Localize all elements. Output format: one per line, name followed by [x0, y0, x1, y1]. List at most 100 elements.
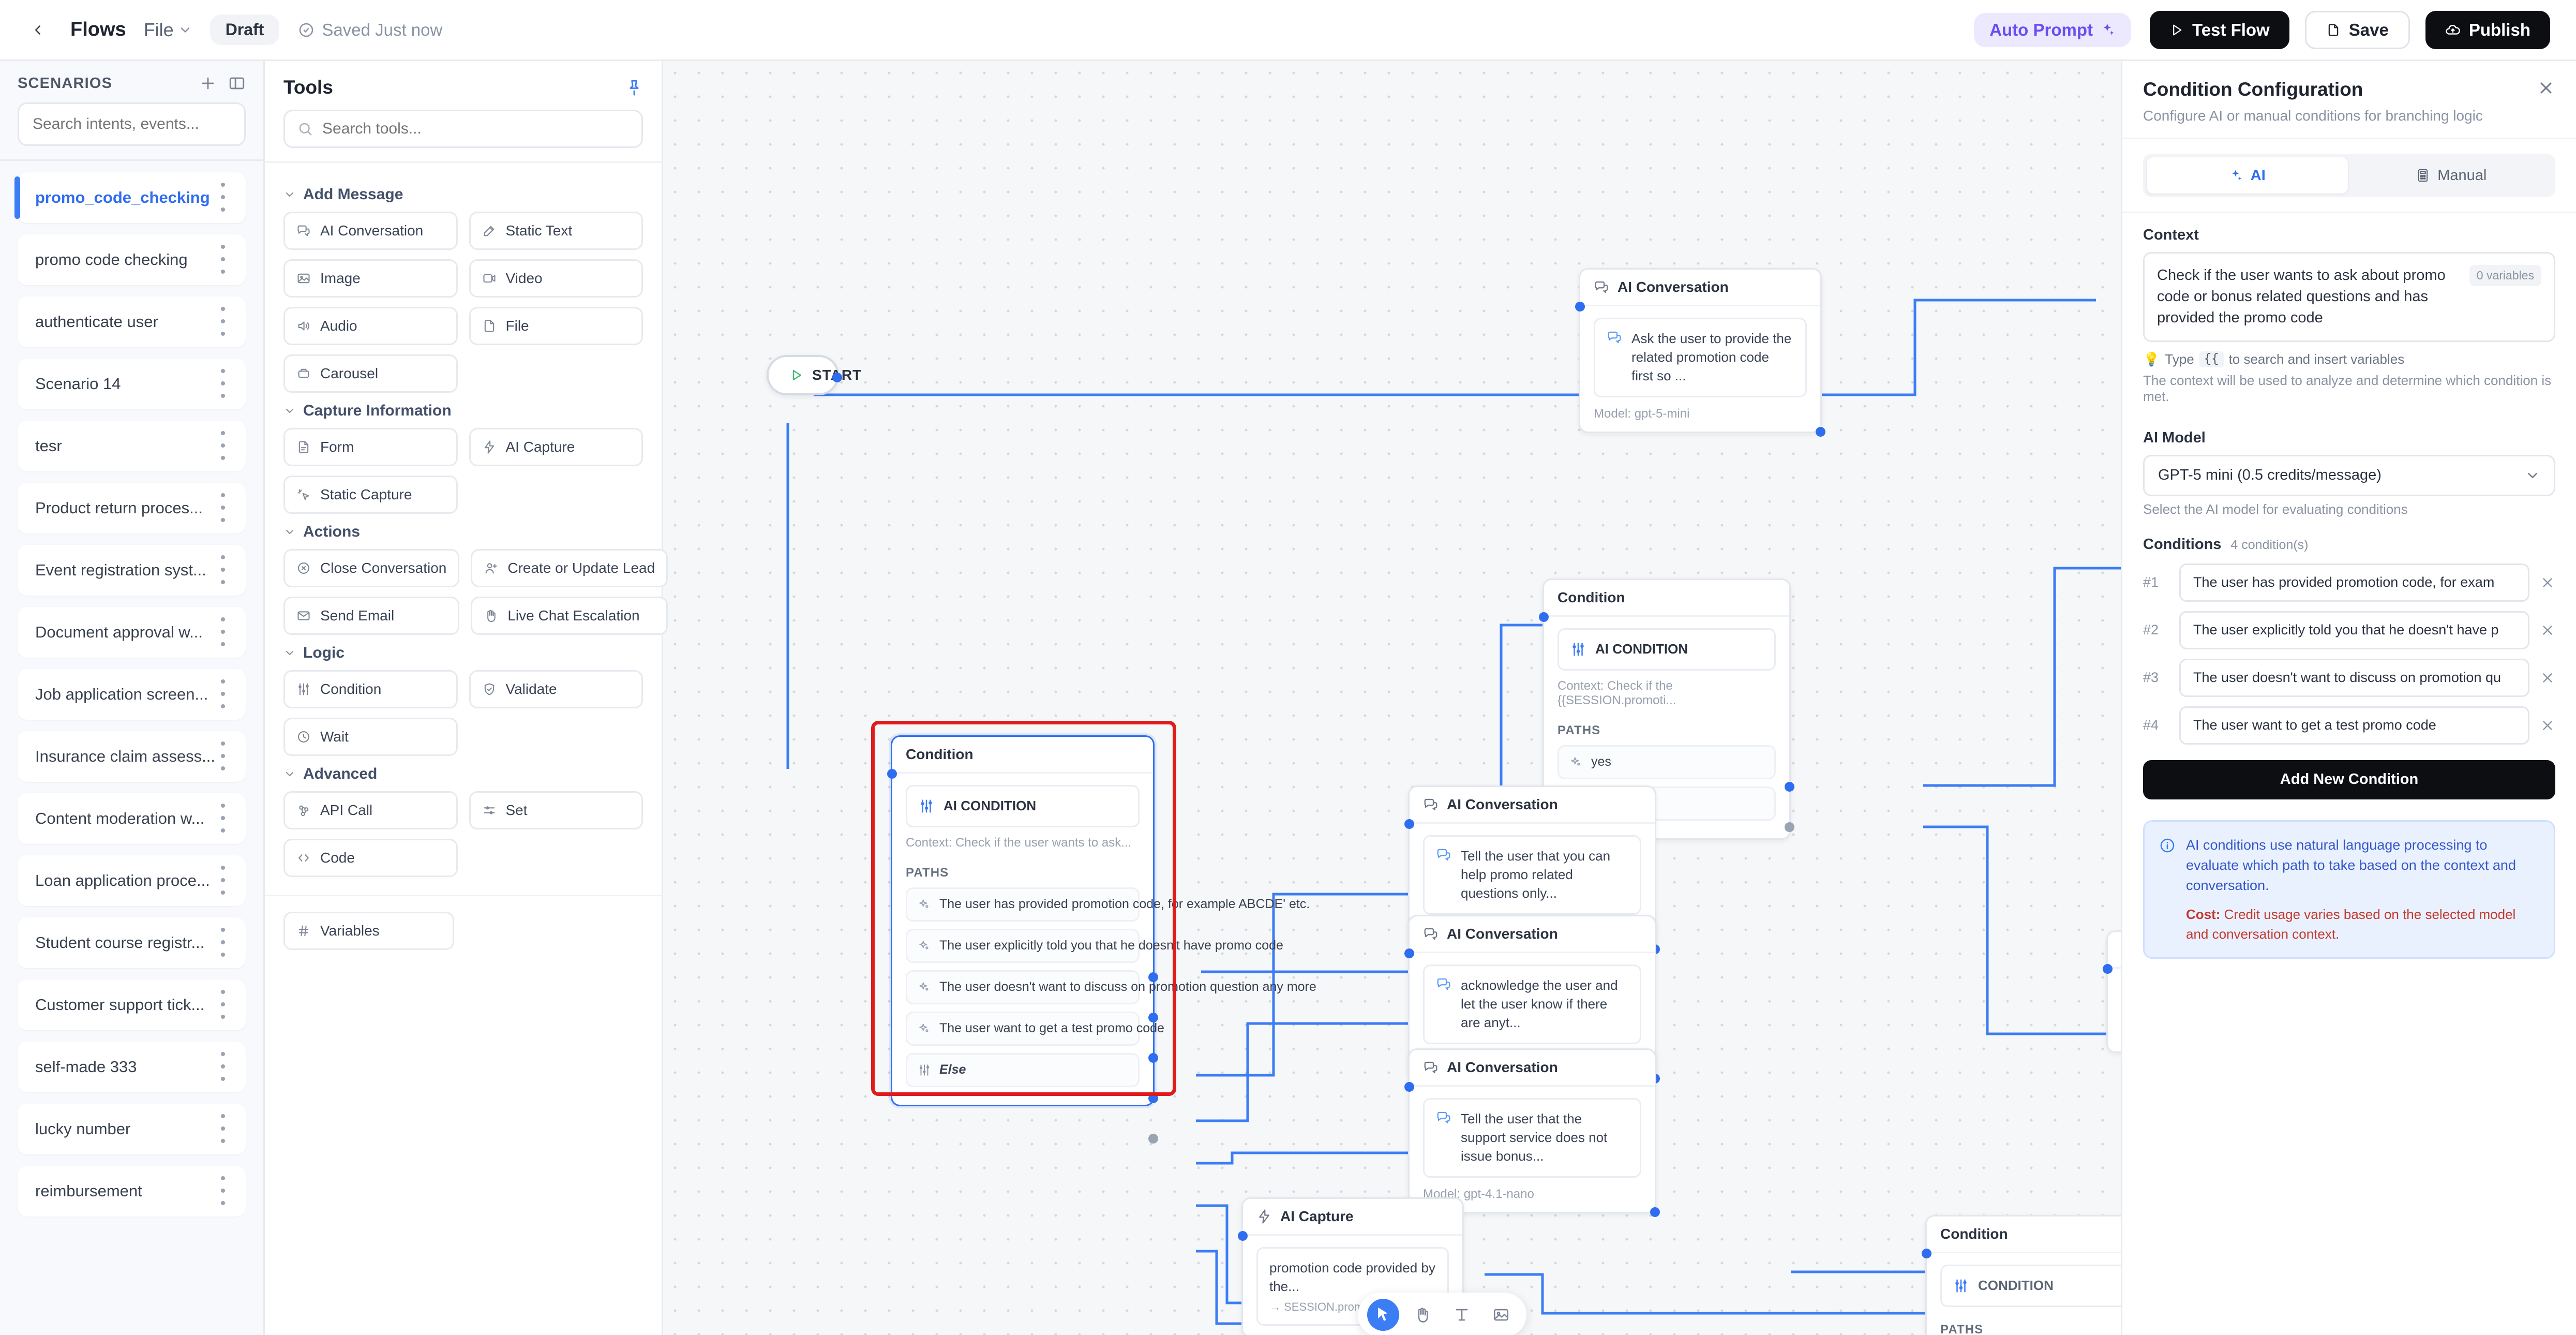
tool-create-or-update-lead[interactable]: Create or Update Lead	[471, 549, 668, 587]
port-out[interactable]	[1816, 426, 1825, 437]
more-options-icon[interactable]: •••	[220, 859, 226, 901]
node-ai-conversation-top[interactable]: AI Conversation Ask the user to provide …	[1575, 268, 1825, 437]
tool-api-call[interactable]: API Call	[283, 791, 458, 829]
tools-search-box[interactable]	[283, 110, 643, 148]
tools-group-capture-information[interactable]: Capture Information	[283, 402, 643, 420]
tool-set[interactable]: Set	[469, 791, 643, 829]
more-options-icon[interactable]: •••	[220, 1170, 226, 1212]
port-in[interactable]	[1404, 819, 1414, 829]
remove-condition-icon[interactable]	[2540, 718, 2555, 733]
menu-file[interactable]: File	[143, 19, 174, 40]
path-row[interactable]: The user doesn't want to discuss on prom…	[906, 970, 1316, 1004]
tool-variables[interactable]: Variables	[283, 912, 454, 950]
auto-prompt-button[interactable]: Auto Prompt	[1974, 12, 2131, 47]
tool-static-text[interactable]: Static Text	[469, 212, 643, 250]
sidebar-item-promo-code-checking[interactable]: promo_code_checking•••	[14, 172, 246, 223]
publish-button[interactable]: Publish	[2425, 10, 2550, 49]
start-node[interactable]: START	[767, 355, 861, 395]
sidebar-item-self-made-333[interactable]: self-made 333•••	[18, 1042, 246, 1092]
tool-audio[interactable]: Audio	[283, 307, 458, 345]
search-tools-input[interactable]	[322, 120, 629, 138]
sidebar-item-tesr[interactable]: tesr•••	[18, 421, 246, 471]
more-options-icon[interactable]: •••	[220, 301, 226, 343]
tab-manual[interactable]: Manual	[2351, 157, 2552, 194]
more-options-icon[interactable]: •••	[220, 176, 226, 218]
tool-condition[interactable]: Condition	[283, 670, 458, 708]
hand-tool-button[interactable]	[1406, 1299, 1439, 1331]
path-row[interactable]: The user has provided promotion code, fo…	[906, 887, 1310, 922]
tool-ai-capture[interactable]: AI Capture	[469, 428, 643, 466]
path-row[interactable]: Else	[906, 1052, 1140, 1087]
port-out[interactable]	[1650, 1207, 1660, 1217]
remove-condition-icon[interactable]	[2540, 575, 2555, 590]
tool-close-conversation[interactable]: Close Conversation	[283, 549, 460, 587]
condition-input-1[interactable]	[2179, 563, 2529, 602]
plus-icon[interactable]	[199, 75, 217, 92]
port-out[interactable]	[832, 373, 842, 382]
context-field[interactable]: Check if the user wants to ask about pro…	[2143, 252, 2555, 342]
tools-group-actions[interactable]: Actions	[283, 523, 643, 541]
port-in[interactable]	[1404, 948, 1414, 958]
tool-wait[interactable]: Wait	[283, 718, 458, 756]
more-options-icon[interactable]: •••	[220, 673, 226, 715]
sidebar-item-document-approval-w[interactable]: Document approval w...•••	[18, 607, 246, 658]
more-options-icon[interactable]: •••	[220, 922, 226, 963]
add-new-condition-button[interactable]: Add New Condition	[2143, 760, 2555, 799]
tool-code[interactable]: Code	[283, 839, 458, 877]
more-options-icon[interactable]: •••	[220, 984, 226, 1026]
remove-condition-icon[interactable]	[2540, 622, 2555, 638]
tool-form[interactable]: Form	[283, 428, 458, 466]
tool-carousel[interactable]: Carousel	[283, 354, 458, 393]
text-tool-button[interactable]	[1446, 1299, 1478, 1331]
sidebar-item-student-course-registr[interactable]: Student course registr...•••	[18, 917, 246, 968]
node-condition-selected[interactable]: Condition AI CONDITION Context: Check if…	[887, 735, 1316, 1144]
tool-ai-conversation[interactable]: AI Conversation	[283, 212, 458, 250]
tool-validate[interactable]: Validate	[469, 670, 643, 708]
sidebar-item-reimbursement[interactable]: reimbursement•••	[18, 1166, 246, 1217]
image-tool-button[interactable]	[1485, 1299, 1517, 1331]
more-options-icon[interactable]: •••	[220, 797, 226, 839]
tools-group-add-message[interactable]: Add Message	[283, 186, 643, 203]
sidebar-item-job-application-screen[interactable]: Job application screen...•••	[18, 669, 246, 720]
sidebar-item-scenario-14[interactable]: Scenario 14•••	[18, 359, 246, 409]
condition-input-2[interactable]	[2179, 611, 2529, 649]
breadcrumb-flows[interactable]: Flows	[70, 19, 126, 40]
sidebar-item-promo-code-checking[interactable]: promo code checking•••	[18, 234, 246, 285]
sidebar-item-content-moderation-w[interactable]: Content moderation w...•••	[18, 793, 246, 844]
more-options-icon[interactable]: •••	[220, 487, 226, 529]
tool-image[interactable]: Image	[283, 259, 458, 298]
port-in[interactable]	[1238, 1231, 1248, 1241]
port-path-4[interactable]	[1148, 1093, 1158, 1103]
close-icon[interactable]	[2537, 79, 2555, 97]
sidebar-item-customer-support-tick[interactable]: Customer support tick...•••	[18, 980, 246, 1030]
port-path-3[interactable]	[1148, 1053, 1158, 1063]
port-in[interactable]	[1575, 302, 1585, 312]
more-options-icon[interactable]: •••	[220, 425, 226, 467]
sidebar-item-product-return-proces[interactable]: Product return proces...•••	[18, 483, 246, 533]
tab-ai[interactable]: AI	[2147, 157, 2348, 194]
path-row[interactable]: The user want to get a test promo code	[906, 1011, 1164, 1046]
cursor-tool-button[interactable]	[1367, 1299, 1399, 1331]
back-button[interactable]	[26, 18, 50, 42]
port-path-2[interactable]	[1148, 1013, 1158, 1022]
more-options-icon[interactable]: •••	[220, 239, 226, 280]
more-options-icon[interactable]: •••	[220, 1046, 226, 1088]
port-in[interactable]	[2103, 964, 2113, 974]
more-options-icon[interactable]: •••	[220, 735, 226, 777]
panel-toggle-icon[interactable]	[228, 75, 246, 92]
tools-group-advanced[interactable]: Advanced	[283, 765, 643, 783]
tools-group-logic[interactable]: Logic	[283, 644, 643, 662]
port-in[interactable]	[887, 769, 897, 779]
remove-condition-icon[interactable]	[2540, 670, 2555, 686]
port-path-1[interactable]	[1148, 972, 1158, 982]
sidebar-item-insurance-claim-assess[interactable]: Insurance claim assess...•••	[18, 731, 246, 782]
port-in[interactable]	[1539, 612, 1549, 622]
save-button[interactable]: Save	[2304, 10, 2410, 49]
more-options-icon[interactable]: •••	[220, 611, 226, 653]
ai-model-select[interactable]: GPT-5 mini (0.5 credits/message)	[2143, 454, 2555, 496]
tool-live-chat-escalation[interactable]: Live Chat Escalation	[471, 597, 668, 635]
more-options-icon[interactable]: •••	[220, 1108, 226, 1150]
port-path-yes[interactable]	[1785, 782, 1794, 792]
chevron-down-icon[interactable]	[178, 23, 192, 37]
condition-input-4[interactable]	[2179, 706, 2529, 745]
